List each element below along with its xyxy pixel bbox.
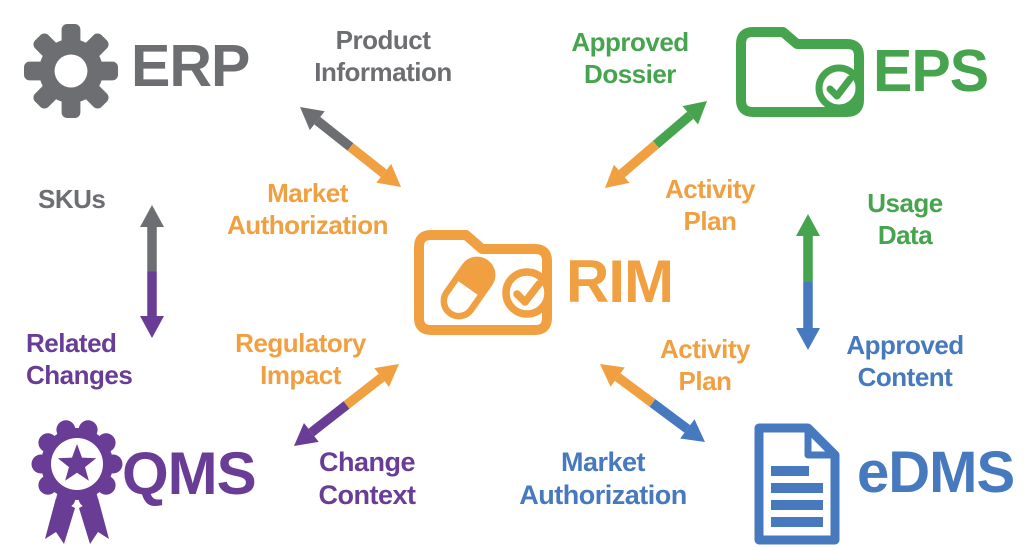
flow-label-skus: SKUs [38,184,106,214]
rim-system-label: RIM [566,248,674,315]
flow-label-market-authorization-erp: Market Authorization [226,178,389,240]
flow-label-market-authorization-edms: Market Authorization [519,447,687,510]
edms-system-label: eDMS [857,440,1015,505]
qms-system-label: QMS [122,440,257,507]
folder-pill-check-icon [410,226,560,336]
flow-label-regulatory-impact: Regulatory Impact [235,328,366,390]
flow-label-activity-plan-eps: Activity Plan [665,174,755,236]
flow-label-approved-dossier: Approved Dossier [571,27,689,89]
award-ribbon-icon [26,418,128,547]
flow-label-usage-data: Usage Data [867,188,943,250]
arrow-erp-qms [140,205,164,338]
flow-label-change-context: Change Context [318,447,417,510]
flow-label-approved-content: Approved Content [846,330,964,392]
arrow-erp-rim [300,107,401,187]
flow-label-related-changes: Related Changes [26,328,133,390]
erp-system-label: ERP [131,33,250,99]
folder-check-icon [735,24,870,120]
document-icon [750,422,844,546]
flow-label-product-information: Product Information [314,25,452,87]
eps-system-label: EPS [873,38,989,104]
gear-icon [24,24,118,118]
flow-label-activity-plan-edms: Activity Plan [660,334,750,396]
